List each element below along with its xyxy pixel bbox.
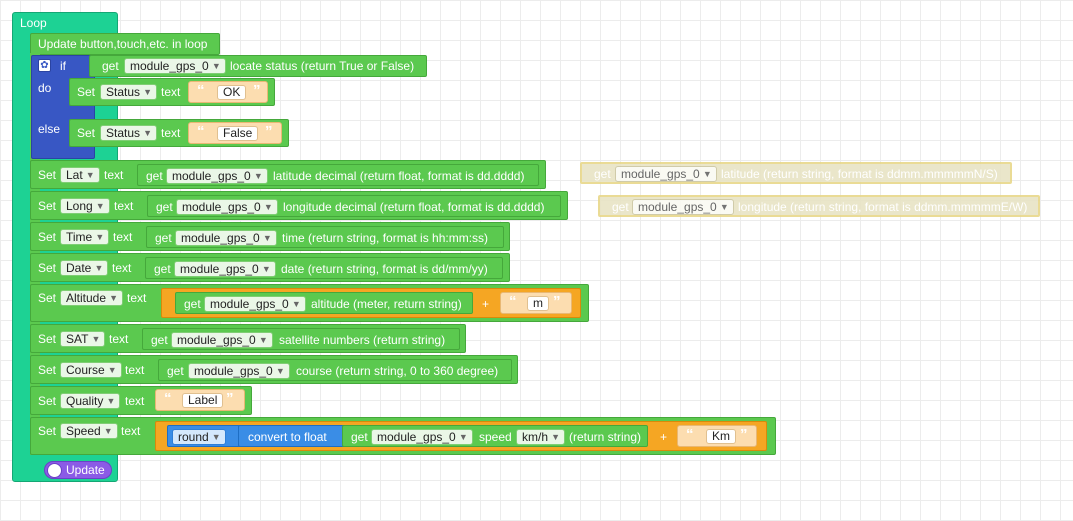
ghost-longitude-block[interactable]: get module_gps_0▼ longitude (return stri… [598, 195, 1040, 217]
set-label: Set [38, 424, 57, 438]
string-value-false[interactable]: False [217, 126, 259, 141]
string-value-ok[interactable]: OK [217, 85, 247, 100]
else-keyword: else [38, 122, 61, 136]
plus-operator: + [482, 297, 490, 311]
get-label: get [102, 59, 119, 73]
text-label: text [114, 199, 134, 213]
set-label: Set [38, 291, 57, 305]
module-dropdown[interactable]: module_gps_0▼ [188, 363, 290, 379]
module-dropdown[interactable]: module_gps_0▼ [174, 261, 276, 277]
round-dropdown[interactable]: round▼ [172, 429, 226, 445]
return-string-label: (return string) [569, 430, 642, 444]
target-dropdown-sat[interactable]: SAT▼ [60, 331, 106, 347]
locate-status-label: locate status (return True or False) [230, 59, 415, 73]
string-block-false[interactable]: “ False ” [188, 122, 282, 144]
module-dropdown[interactable]: module_gps_0▼ [632, 199, 734, 215]
get-label: get [156, 200, 173, 214]
text-label: text [125, 363, 145, 377]
text-label: text [112, 261, 132, 275]
get-label: get [612, 200, 629, 214]
target-dropdown-speed[interactable]: Speed▼ [60, 423, 118, 439]
get-label: get [146, 169, 163, 183]
text-label: text [161, 126, 181, 140]
string-block-m[interactable]: “ m ” [500, 292, 572, 314]
gear-icon[interactable]: ✿ [38, 59, 51, 72]
update-toggle[interactable] [44, 461, 112, 479]
text-label: text [104, 168, 124, 182]
time-label: time (return string, format is hh:mm:ss) [282, 231, 489, 245]
string-value-m[interactable]: m [527, 296, 549, 311]
text-label: text [113, 230, 133, 244]
text-label: text [161, 85, 181, 99]
course-label: course (return string, 0 to 360 degree) [296, 364, 499, 378]
loop-title: Loop [20, 16, 47, 30]
altitude-label: altitude (meter, return string) [311, 297, 462, 311]
set-label: Set [77, 126, 96, 140]
target-dropdown-status[interactable]: Status▼ [100, 125, 158, 141]
target-dropdown-altitude[interactable]: Altitude▼ [60, 290, 124, 306]
speed-label: speed [479, 430, 512, 444]
set-label: Set [38, 168, 57, 182]
do-keyword: do [38, 81, 52, 95]
set-label: Set [38, 394, 57, 408]
set-label: Set [38, 363, 57, 377]
get-label: get [151, 333, 168, 347]
string-block-label[interactable]: “ Label ” [155, 389, 245, 411]
module-dropdown[interactable]: module_gps_0▼ [124, 58, 226, 74]
get-label: get [351, 430, 368, 444]
ghost-latitude-block[interactable]: get module_gps_0▼ latitude (return strin… [580, 162, 1012, 184]
target-dropdown-status[interactable]: Status▼ [100, 84, 158, 100]
text-label: text [121, 424, 141, 438]
toggle-knob-icon [47, 463, 62, 478]
set-label: Set [38, 261, 57, 275]
set-label: Set [77, 85, 96, 99]
get-label: get [154, 262, 171, 276]
text-label: text [125, 394, 145, 408]
if-keyword: if [60, 59, 66, 73]
text-label: text [109, 332, 129, 346]
set-label: Set [38, 199, 57, 213]
update-loop-block[interactable] [30, 33, 220, 55]
module-dropdown[interactable]: module_gps_0▼ [371, 429, 473, 445]
get-label: get [155, 231, 172, 245]
longitude-decimal-label: longitude decimal (return float, format … [283, 200, 545, 214]
target-dropdown-course[interactable]: Course▼ [60, 362, 122, 378]
string-value-km[interactable]: Km [706, 429, 736, 444]
string-value-label[interactable]: Label [182, 393, 224, 408]
set-label: Set [38, 230, 57, 244]
plus-operator: + [660, 430, 668, 444]
get-label: get [167, 364, 184, 378]
convert-to-float-label: convert to float [248, 430, 327, 444]
target-dropdown-quality[interactable]: Quality▼ [60, 393, 121, 409]
string-block-km[interactable]: “ Km ” [677, 425, 757, 447]
get-label: get [184, 297, 201, 311]
module-dropdown[interactable]: module_gps_0▼ [171, 332, 273, 348]
date-label: date (return string, format is dd/mm/yy) [281, 262, 488, 276]
module-dropdown[interactable]: module_gps_0▼ [175, 230, 277, 246]
module-dropdown[interactable]: module_gps_0▼ [615, 166, 717, 182]
text-label: text [127, 291, 147, 305]
update-loop-title: Update button,touch,etc. in loop [38, 37, 208, 51]
target-dropdown-time[interactable]: Time▼ [60, 229, 110, 245]
target-dropdown-lat[interactable]: Lat▼ [60, 167, 100, 183]
target-dropdown-long[interactable]: Long▼ [60, 198, 110, 214]
module-dropdown[interactable]: module_gps_0▼ [204, 296, 306, 312]
get-label: get [594, 167, 611, 181]
target-dropdown-date[interactable]: Date▼ [60, 260, 109, 276]
module-dropdown[interactable]: module_gps_0▼ [166, 168, 268, 184]
longitude-string-label: longitude (return string, format is ddmm… [738, 200, 1028, 214]
set-label: Set [38, 332, 57, 346]
latitude-decimal-label: latitude decimal (return float, format i… [273, 169, 525, 183]
unit-dropdown[interactable]: km/h▼ [516, 429, 566, 445]
satellite-label: satellite numbers (return string) [279, 333, 446, 347]
string-block-ok[interactable]: “ OK ” [188, 81, 268, 103]
update-toggle-label: Update [66, 463, 105, 477]
module-dropdown[interactable]: module_gps_0▼ [176, 199, 278, 215]
latitude-string-label: latitude (return string, format is ddmm.… [721, 167, 998, 181]
